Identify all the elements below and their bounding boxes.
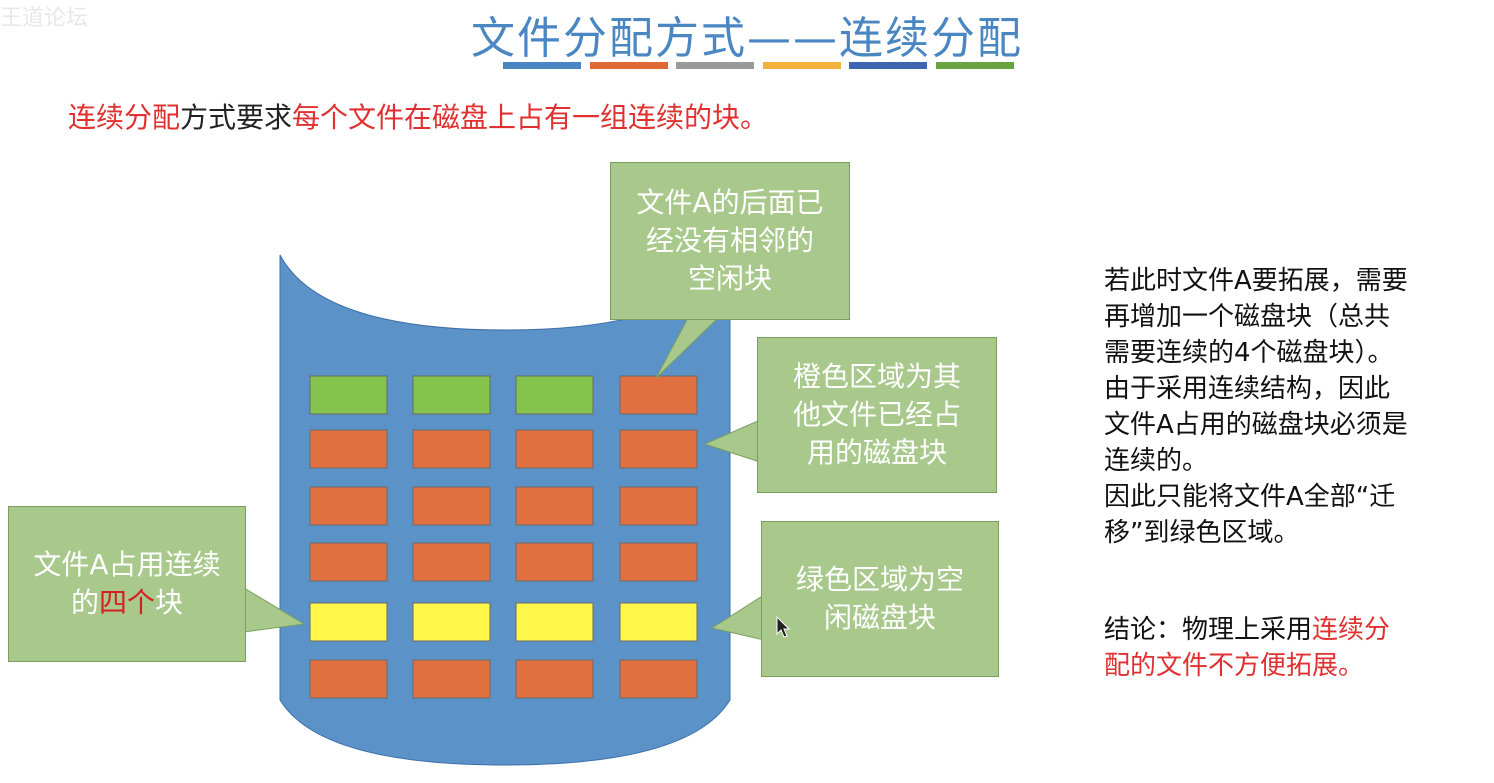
disk-block-orange: [619, 375, 698, 415]
conclusion-red-1: 连续分: [1312, 615, 1391, 645]
intro-highlight-2: 每个文件在磁盘上占有一组连续的块。: [292, 101, 769, 134]
disk-block-orange: [309, 429, 388, 469]
title-bar-segment: [676, 62, 754, 69]
conclusion-line-2: 配的文件不方便拓展。: [1104, 651, 1365, 681]
side-line-3: 需要连续的4个磁盘块）。: [1104, 338, 1394, 368]
title-bar-segment: [935, 62, 1014, 69]
disk-block-orange: [412, 429, 491, 469]
disk-block-orange: [309, 542, 388, 582]
callout-fileA-line-1: 文件A占用连续: [33, 548, 221, 581]
disk-block-yellow: [412, 602, 491, 642]
disk-blocks: [309, 375, 698, 699]
intro-highlight-1: 连续分配: [68, 101, 181, 134]
disk-block-orange: [619, 429, 698, 469]
title-bar-segment: [589, 62, 668, 69]
side-line-6: 连续的。: [1104, 446, 1209, 476]
disk-block-green: [309, 375, 388, 415]
disk-block-orange: [412, 486, 491, 526]
disk-block-orange: [619, 486, 698, 526]
disk-block-orange: [412, 542, 491, 582]
side-line-8: 移”到绿色区域。: [1104, 518, 1300, 548]
conclusion-line-1: 结论：物理上采用连续分: [1104, 612, 1484, 648]
slide-title: 文件分配方式——连续分配: [471, 13, 1023, 64]
side-explanation: 若此时文件A要拓展，需要 再增加一个磁盘块（总共 需要连续的4个磁盘块）。 由于…: [1104, 263, 1484, 551]
side-line-1: 若此时文件A要拓展，需要: [1104, 266, 1408, 296]
callout-no-adjacent: 文件A的后面已 经没有相邻的 空闲块: [610, 162, 850, 320]
disk-block-green: [515, 375, 594, 415]
callout-orange-line-2: 他文件已经占: [792, 398, 961, 431]
side-line-5: 文件A占用的磁盘块必须是: [1104, 410, 1408, 440]
callout-green-line-2: 闲磁盘块: [823, 601, 936, 634]
callout-top-line-1: 文件A的后面已: [636, 186, 824, 219]
callout-orange-line-1: 橙色区域为其: [792, 360, 961, 393]
disk-block-orange: [619, 659, 698, 699]
callout-fileA-red: 四个: [98, 586, 155, 619]
disk-block-yellow: [515, 602, 594, 642]
disk-block-orange: [515, 429, 594, 469]
disk-block-orange: [515, 659, 594, 699]
callout-fileA-line-2: 的四个块: [33, 584, 220, 622]
callout-top-line-3: 空闲块: [687, 262, 772, 295]
disk-block-orange: [515, 542, 594, 582]
disk-block-orange: [309, 659, 388, 699]
title-bar-segment: [762, 62, 841, 69]
callout-green-area: 绿色区域为空 闲磁盘块: [761, 521, 999, 677]
disk-block-orange: [619, 542, 698, 582]
callout-orange-line-3: 用的磁盘块: [806, 436, 947, 469]
callout-fileA: 文件A占用连续 的四个块: [8, 506, 246, 662]
callout-fileA-post: 块: [155, 586, 184, 619]
title-bar-segment: [503, 62, 581, 69]
conclusion-pre: 结论：物理上采用: [1104, 615, 1313, 645]
callout-fileA-pre: 的: [70, 586, 99, 619]
mouse-cursor-icon: [776, 616, 791, 638]
side-line-4: 由于采用连续结构，因此: [1104, 374, 1391, 404]
callout-orange-area: 橙色区域为其 他文件已经占 用的磁盘块: [757, 337, 997, 493]
title-bar-segment: [849, 62, 927, 69]
intro-plain: 方式要求: [180, 101, 293, 134]
watermark: 王道论坛: [0, 6, 89, 31]
side-conclusion: 结论：物理上采用连续分 配的文件不方便拓展。: [1104, 612, 1484, 684]
callout-top-line-2: 经没有相邻的: [645, 224, 814, 257]
side-line-7: 因此只能将文件A全部“迁: [1104, 482, 1396, 512]
disk-block-orange: [515, 486, 594, 526]
disk-block-green: [412, 375, 491, 415]
intro-text: 连续分配方式要求每个文件在磁盘上占有一组连续的块。: [68, 96, 768, 136]
callout-green-line-1: 绿色区域为空: [795, 563, 964, 596]
disk-block-yellow: [309, 602, 388, 642]
disk-block-yellow: [619, 602, 698, 642]
disk-block-orange: [412, 659, 491, 699]
disk-block-orange: [309, 486, 388, 526]
side-line-2: 再增加一个磁盘块（总共: [1104, 302, 1391, 332]
